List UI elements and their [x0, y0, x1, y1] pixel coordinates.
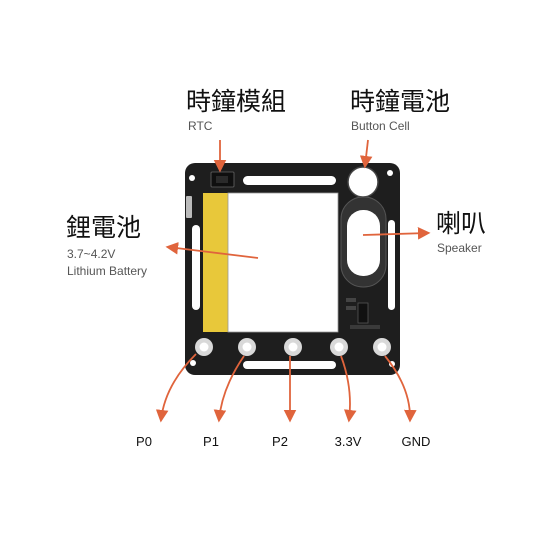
arrow-button-cell [359, 139, 373, 169]
rtc-label-en: RTC [188, 119, 213, 133]
battery-label-cn: 鋰電池 [66, 214, 141, 242]
arrow-p1 [213, 355, 245, 423]
pin-label-3v3: 3.3V [335, 434, 362, 449]
speaker-label-en: Speaker [437, 241, 482, 255]
pin-label-p0: P0 [136, 434, 152, 449]
pin-label-p2: P2 [272, 434, 288, 449]
screen [227, 192, 339, 333]
pin-label-gnd: GND [402, 434, 431, 449]
button-cell-label-cn: 時鐘電池 [350, 88, 450, 116]
arrow-gnd [384, 355, 417, 423]
battery-label-en-name: Lithium Battery [67, 264, 147, 278]
pin-label-p1: P1 [203, 434, 219, 449]
arrow-speaker [362, 227, 431, 240]
arrow-p0 [155, 353, 197, 423]
speaker-label-cn: 喇叭 [436, 210, 486, 238]
rtc-label-cn: 時鐘模組 [186, 88, 286, 116]
arrow-battery [165, 241, 259, 259]
pin-pads [195, 338, 391, 356]
annotation-arrows [155, 139, 431, 423]
battery-label-en-voltage: 3.7~4.2V [67, 247, 115, 261]
arrow-3v3 [340, 355, 357, 423]
button-cell-label-en: Button Cell [351, 119, 410, 133]
